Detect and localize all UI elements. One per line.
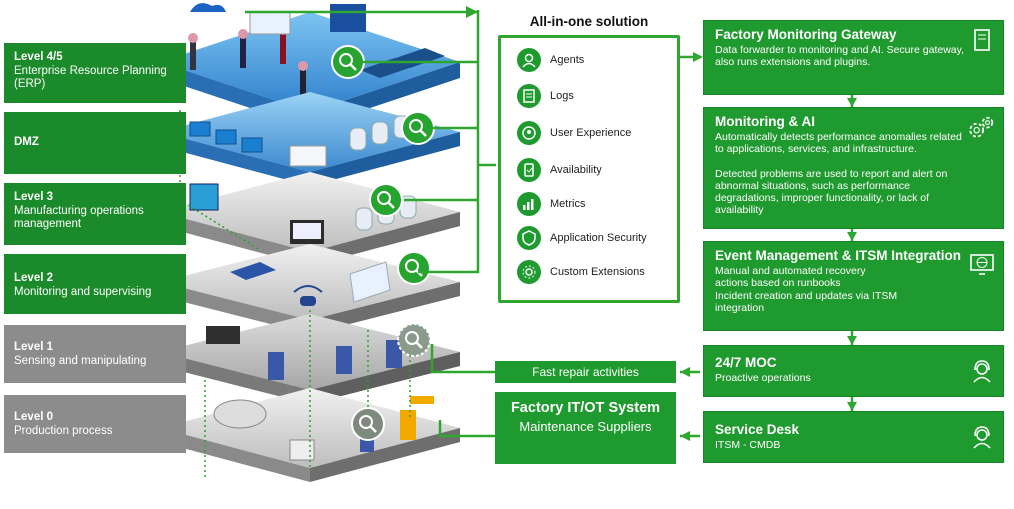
box-desc: Data forwarder to monitoring and AI. Sec… bbox=[715, 44, 965, 69]
box-title: 24/7 MOC bbox=[715, 355, 777, 370]
level-2-label: Level 2 Monitoring and supervising bbox=[4, 254, 186, 314]
level-title: Level 1 bbox=[14, 341, 53, 353]
level-title: Level 2 bbox=[14, 272, 53, 284]
box-title: Event Management & ITSM Integration bbox=[715, 248, 962, 263]
list-item-logs: Logs bbox=[517, 83, 574, 109]
box-desc: Proactive operations bbox=[715, 372, 811, 384]
moc-box: 24/7 MOC Proactive operations bbox=[703, 345, 1004, 397]
level-title: Level 0 bbox=[14, 411, 53, 423]
metrics-icon bbox=[517, 192, 541, 216]
item-label: Metrics bbox=[550, 198, 586, 210]
box-desc-2: Incident creation and updates via ITSM i… bbox=[715, 289, 898, 314]
fast-repair-box: Fast repair activities bbox=[495, 361, 676, 383]
factory-layers-illustration bbox=[160, 3, 460, 482]
item-label: Custom Extensions bbox=[550, 266, 645, 278]
factory-system-box: Factory IT/OT System Maintenance Supplie… bbox=[495, 392, 676, 464]
extensions-icon bbox=[517, 260, 541, 284]
level-title: Level 3 bbox=[14, 191, 53, 203]
logs-icon bbox=[517, 84, 541, 108]
all-in-one-panel: Agents Logs User Experience Availability… bbox=[498, 35, 680, 303]
service-desk-box: Service Desk ITSM - CMDB bbox=[703, 411, 1004, 463]
item-label: Logs bbox=[550, 90, 574, 102]
level-1-label: Level 1 Sensing and manipulating bbox=[4, 325, 186, 383]
all-in-one-title: All-in-one solution bbox=[529, 14, 649, 29]
list-item-custom-extensions: Custom Extensions bbox=[517, 259, 645, 285]
item-label: User Experience bbox=[550, 127, 632, 139]
agent-icon bbox=[517, 48, 541, 72]
level-3-label: Level 3 Manufacturing operations managem… bbox=[4, 183, 186, 245]
box-desc: Manual and automated recovery actions ba… bbox=[715, 265, 866, 290]
monitoring-ai-box: Monitoring & AI Automatically detects pe… bbox=[703, 107, 1004, 229]
headset-icon bbox=[973, 360, 991, 383]
user-experience-icon bbox=[517, 121, 541, 145]
level-desc: Sensing and manipulating bbox=[14, 355, 147, 367]
level-45-label: Level 4/5 Enterprise Resource Planning (… bbox=[4, 43, 186, 103]
magnifier-icon bbox=[369, 183, 403, 217]
availability-icon bbox=[517, 158, 541, 182]
list-item-agents: Agents bbox=[517, 47, 584, 73]
level-0-label: Level 0 Production process bbox=[4, 395, 186, 453]
box-desc: Automatically detects performance anomal… bbox=[715, 131, 962, 156]
magnifier-icon bbox=[397, 251, 431, 285]
box-title: Factory Monitoring Gateway bbox=[715, 27, 897, 42]
box-desc-2: Detected problems are used to report and… bbox=[715, 167, 948, 217]
event-management-box: Event Management & ITSM Integration Manu… bbox=[703, 241, 1004, 331]
list-item-availability: Availability bbox=[517, 157, 602, 183]
item-label: Agents bbox=[550, 54, 585, 66]
platform-dmz bbox=[160, 92, 460, 186]
platform-level-0 bbox=[160, 388, 460, 482]
magnifier-icon bbox=[351, 407, 385, 441]
factory-system-title: Factory IT/OT System bbox=[510, 400, 661, 416]
monitor-globe-icon bbox=[970, 254, 994, 275]
list-item-application-security: Application Security bbox=[517, 225, 647, 251]
document-icon bbox=[974, 29, 990, 51]
factory-monitoring-gateway-box: Factory Monitoring Gateway Data forwarde… bbox=[703, 20, 1004, 95]
level-dmz-label: DMZ bbox=[4, 112, 186, 174]
level-title: DMZ bbox=[14, 136, 39, 148]
level-title: Level 4/5 bbox=[14, 51, 63, 63]
list-item-metrics: Metrics bbox=[517, 191, 585, 217]
platform-level-2 bbox=[160, 244, 460, 334]
item-label: Availability bbox=[550, 164, 602, 176]
level-desc: Production process bbox=[14, 425, 113, 437]
list-item-user-experience: User Experience bbox=[517, 120, 631, 146]
headset-icon bbox=[973, 426, 991, 449]
level-desc: Manufacturing operations management bbox=[14, 205, 144, 230]
factory-system-subtitle: Maintenance Suppliers bbox=[519, 419, 652, 434]
magnifier-icon bbox=[397, 323, 431, 357]
level-desc: Monitoring and supervising bbox=[14, 286, 152, 298]
shield-icon bbox=[517, 226, 541, 250]
box-title: Monitoring & AI bbox=[715, 114, 815, 129]
item-label: Application Security bbox=[550, 232, 647, 244]
box-title: Service Desk bbox=[715, 422, 800, 437]
level-desc: Enterprise Resource Planning (ERP) bbox=[14, 65, 167, 90]
magnifier-icon bbox=[331, 45, 365, 79]
box-desc: ITSM - CMDB bbox=[715, 439, 781, 451]
gears-icon bbox=[969, 116, 994, 138]
